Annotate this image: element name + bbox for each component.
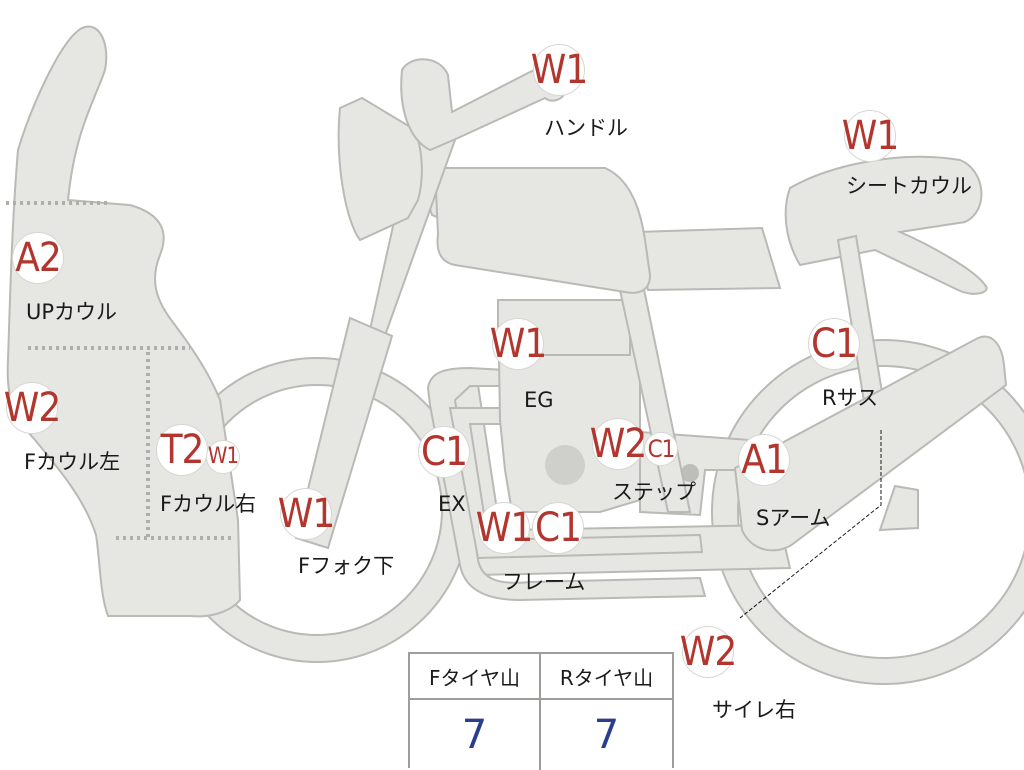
frame-label: フレーム bbox=[502, 570, 586, 594]
handle-grade-badge: W1 bbox=[531, 44, 588, 96]
f-fork-label: Fフォク下 bbox=[298, 554, 395, 578]
f-fork-grade-badge: W1 bbox=[278, 488, 335, 540]
frame-grade2-badge: C1 bbox=[532, 502, 584, 554]
r-sus-label: Rサス bbox=[822, 386, 879, 410]
f-cowl-right-grade2-badge: W1 bbox=[206, 440, 240, 474]
rear-tire-header: Rタイヤ山 bbox=[541, 654, 672, 700]
handle-label: ハンドル bbox=[544, 116, 628, 140]
up-cowl-label: UPカウル bbox=[26, 300, 118, 324]
f-cowl-right-label: Fカウル右 bbox=[160, 492, 257, 516]
ex-label: EX bbox=[438, 492, 466, 516]
step-grade-badge: W2 bbox=[590, 418, 647, 470]
seat-cowl-label: シートカウル bbox=[846, 174, 972, 198]
side-right-grade-badge: W2 bbox=[680, 626, 737, 678]
seat-cowl-grade-badge: W1 bbox=[842, 110, 899, 162]
front-tire-header: Fタイヤ山 bbox=[410, 654, 541, 700]
up-cowl-grade-badge: A2 bbox=[12, 232, 64, 284]
f-cowl-right-grade-badge: T2 bbox=[156, 424, 208, 476]
seat-cowl-shape bbox=[784, 155, 988, 295]
fuel-tank bbox=[433, 167, 652, 294]
frame-grade-badge: W1 bbox=[476, 502, 533, 554]
front-tire-value: 7 bbox=[410, 700, 541, 770]
step-label: ステップ bbox=[612, 480, 696, 504]
eg-label: EG bbox=[524, 388, 554, 412]
s-arm-label: Sアーム bbox=[756, 506, 831, 530]
eg-grade-badge: W1 bbox=[490, 318, 547, 370]
exhaust-pipe bbox=[426, 366, 707, 602]
seat bbox=[634, 226, 782, 292]
swing-arm-plate bbox=[878, 484, 919, 532]
step-grade2-badge: C1 bbox=[644, 432, 678, 466]
swing-arm-shape bbox=[733, 335, 1008, 552]
side-right-label: サイレ右 bbox=[712, 698, 796, 722]
r-sus-grade-badge: C1 bbox=[808, 318, 860, 370]
f-cowl-left-grade-badge: W2 bbox=[4, 382, 61, 434]
ex-grade-badge: C1 bbox=[418, 426, 470, 478]
leader-line bbox=[739, 430, 882, 619]
rear-tire-value: 7 bbox=[593, 712, 620, 758]
s-arm-grade-badge: A1 bbox=[738, 434, 790, 486]
f-cowl-left-label: Fカウル左 bbox=[24, 450, 121, 474]
tire-tread-table: Fタイヤ山 Rタイヤ山 7 7 bbox=[408, 652, 674, 770]
